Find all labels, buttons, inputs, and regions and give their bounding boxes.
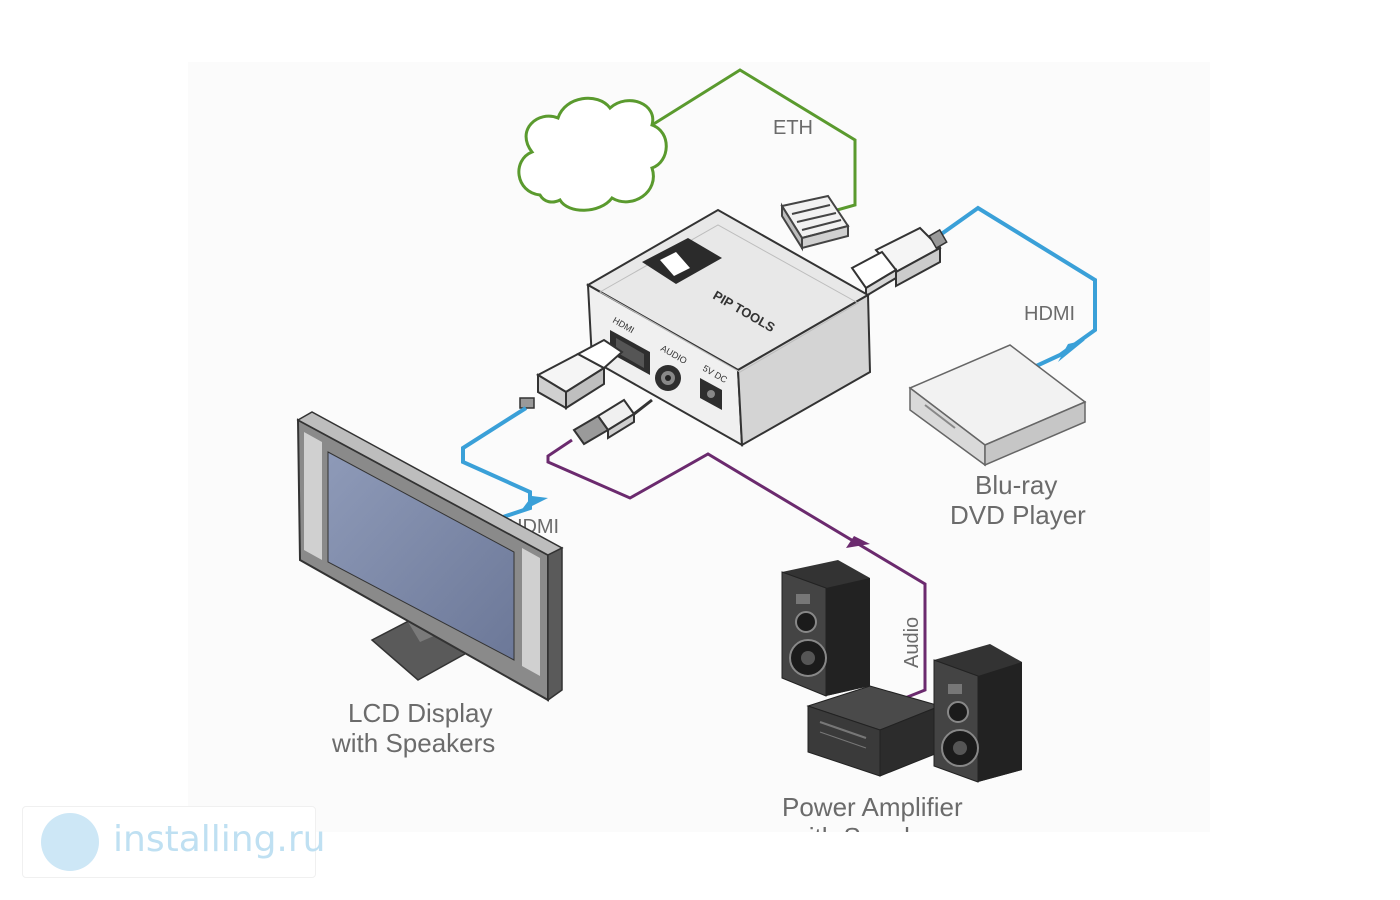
lcd-label-line1: LCD Display xyxy=(348,698,493,728)
audio-cable xyxy=(546,438,927,702)
hdmi-input-cable xyxy=(938,205,1097,370)
hdmi-input-label: HDMI xyxy=(1024,303,1075,325)
bluray-label-line1: Blu-ray xyxy=(975,470,1057,500)
watermark-logo-icon xyxy=(41,813,99,871)
audio-arrow xyxy=(846,536,870,548)
right-speaker-icon xyxy=(933,644,1022,783)
hdmi-input-arrow xyxy=(1058,340,1085,362)
audio-label: Audio xyxy=(901,617,923,668)
watermark: installing.ru xyxy=(22,806,325,878)
rj45-connector-icon xyxy=(780,194,850,252)
rca-plug-icon xyxy=(572,398,653,446)
lcd-display-icon xyxy=(296,411,564,702)
pip-tools-device: PIP TOOLS HDMI AUDIO 5V DC xyxy=(585,208,872,447)
lcd-label-line2: with Speakers xyxy=(331,728,495,758)
bluray-label-line2: DVD Player xyxy=(950,500,1086,530)
eth-label: ETH xyxy=(773,117,813,139)
hdmi-output-arrow xyxy=(520,496,548,512)
left-speaker-icon xyxy=(781,560,870,697)
watermark-text: installing.ru xyxy=(113,819,326,860)
amp-label-line2: with Speakers xyxy=(789,822,953,852)
hdmi-output-plug-icon xyxy=(519,338,624,410)
amp-label-line1: Power Amplifier xyxy=(782,792,963,822)
bluray-player-icon xyxy=(908,344,1087,467)
amplifier-icon xyxy=(806,685,942,777)
eth-cable xyxy=(651,68,857,214)
